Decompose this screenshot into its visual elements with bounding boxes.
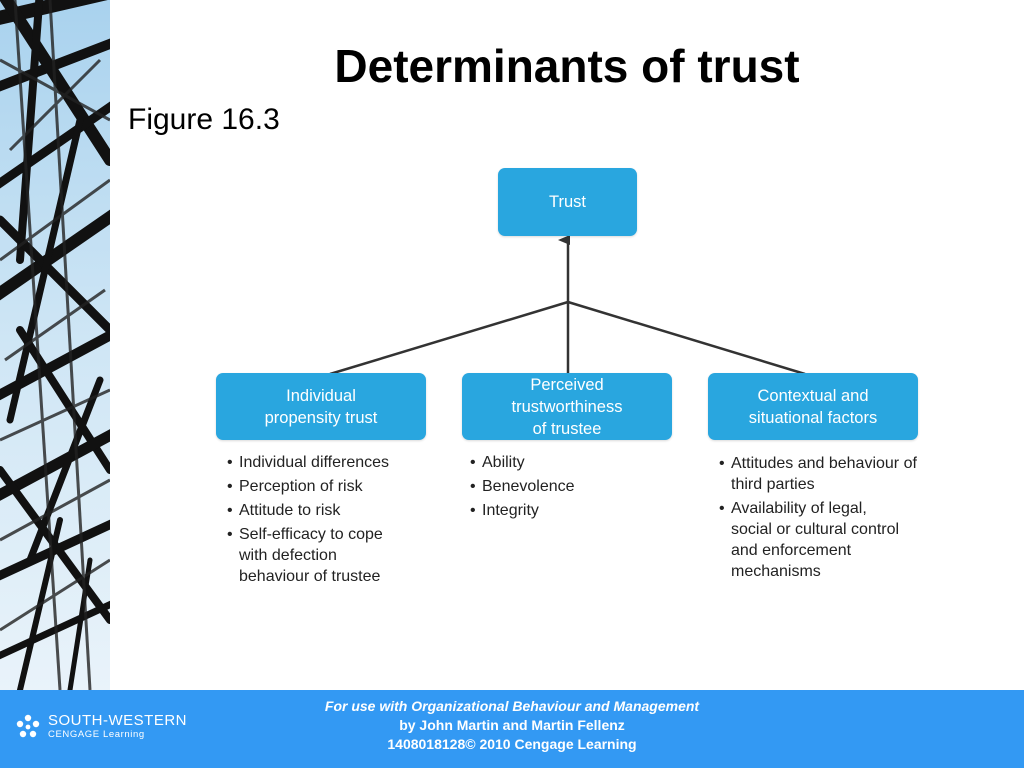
page-title: Determinants of trust [334, 40, 800, 92]
list-item: Self-efficacy to cope with defection beh… [227, 524, 427, 587]
footer-line-1: For use with Organizational Behaviour an… [324, 698, 700, 714]
logo-wordmark: SOUTH-WESTERN [48, 712, 187, 729]
list-item: Availability of legal, social or cultura… [719, 498, 959, 582]
list-item: Attitude to risk [227, 500, 427, 521]
footer-credits: For use with Organizational Behaviour an… [240, 697, 784, 754]
list-item: Attitudes and behaviour of third parties [719, 453, 959, 495]
branch-node-label: Contextual and situational factors [748, 386, 878, 427]
list-item: Integrity [470, 500, 670, 521]
footer-line-3: 1408018128© 2010 Cengage Learning [387, 736, 637, 752]
bullet-list-contextual: Attitudes and behaviour of third parties… [719, 453, 959, 585]
branch-node-perceived: Perceived trustworthiness of trustee [462, 373, 672, 440]
list-item: Perception of risk [227, 476, 427, 497]
cengage-logo-icon [16, 714, 40, 737]
branch-node-label: Perceived trustworthiness of trustee [511, 375, 623, 438]
decorative-lattice-image [0, 0, 110, 690]
branch-node-contextual: Contextual and situational factors [708, 373, 918, 440]
figure-label: Figure 16.3 [128, 103, 280, 136]
connector-right [567, 300, 806, 376]
trust-node: Trust [498, 168, 637, 236]
trust-node-label: Trust [549, 193, 586, 211]
cengage-logo: SOUTH-WESTERN CENGAGE Learning [14, 712, 187, 741]
footer-line-2: by John Martin and Martin Fellenz [399, 717, 625, 733]
bullet-list-individual: Individual differences Perception of ris… [227, 452, 427, 590]
diagram-connectors [329, 235, 806, 376]
list-item: Individual differences [227, 452, 427, 473]
list-item: Benevolence [470, 476, 670, 497]
list-item: Ability [470, 452, 670, 473]
bullet-list-perceived: Ability Benevolence Integrity [470, 452, 670, 524]
branch-node-individual: Individual propensity trust [216, 373, 426, 440]
footer-bar: SOUTH-WESTERN CENGAGE Learning For use w… [0, 690, 1024, 768]
logo-tagline: CENGAGE Learning [48, 729, 145, 740]
branch-node-label: Individual propensity trust [264, 386, 378, 427]
connector-left [329, 300, 569, 376]
